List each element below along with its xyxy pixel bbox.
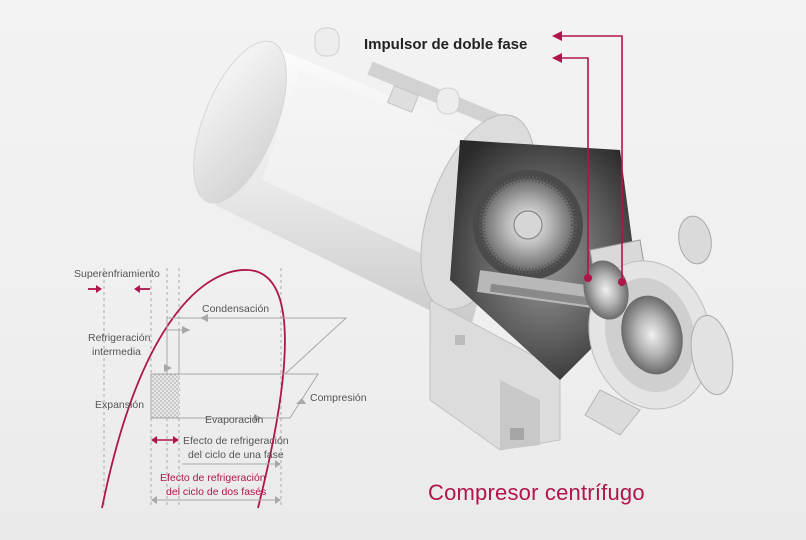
- subcool-arrow-right: [96, 285, 102, 293]
- arrow-left: [200, 314, 208, 322]
- impeller-volute: [583, 215, 734, 436]
- label-single-effect-1: Efecto de refrigeración: [183, 435, 289, 447]
- label-subcooling: Superenfriamiento: [74, 268, 160, 280]
- arrowhead-upper: [552, 31, 562, 41]
- callout-line-upper: [560, 35, 623, 280]
- support-base: [429, 299, 561, 451]
- effect-arrow-red-right: [173, 436, 179, 444]
- condensation-line: [167, 317, 348, 375]
- arrow-right: [254, 414, 262, 422]
- saturation-dome: [101, 269, 286, 509]
- callout-arrows: [552, 31, 626, 286]
- label-double-effect-1: Efecto de refrigeración: [160, 472, 266, 484]
- arrowhead-lower: [552, 53, 562, 63]
- subcool-arrow-left: [134, 285, 140, 293]
- label-condensation: Condensación: [202, 303, 269, 315]
- page-title: Compresor centrífugo: [428, 480, 645, 505]
- callout-line-lower: [560, 57, 589, 276]
- label-single-effect-2: del ciclo de una fase: [188, 449, 284, 461]
- impeller-first-stage: [583, 260, 629, 320]
- outlet-flange: [690, 314, 734, 396]
- label-intercooling-2: intermedia: [92, 346, 141, 358]
- arrow-left: [182, 326, 190, 334]
- label-compression: Compresión: [310, 392, 367, 404]
- ph-diagram: Superenfriamiento Condensación Refrigera…: [74, 268, 367, 509]
- impeller-callout-label: Impulsor de doble fase: [364, 36, 528, 53]
- label-evaporation: Evaporación: [205, 414, 264, 426]
- effect-arrow-gray-right: [275, 496, 281, 504]
- callout-dot-lower: [584, 274, 592, 282]
- expansion-hatch: [151, 374, 179, 418]
- effect-arrow-gray-right: [275, 460, 281, 468]
- compression-line: [151, 373, 319, 419]
- label-intercooling-1: Refrigeración: [88, 332, 151, 344]
- label-expansion: Expansión: [95, 399, 144, 411]
- label-double-effect-2: del ciclo de dos fasés: [166, 486, 266, 498]
- arrow-up: [296, 398, 306, 404]
- arrow-left: [164, 364, 172, 372]
- impeller-second-stage: [621, 295, 683, 375]
- inlet-pipe: [678, 215, 712, 265]
- callout-dot-upper: [618, 278, 626, 286]
- effect-arrow-red-left: [151, 436, 157, 444]
- effect-arrow-gray-left: [151, 496, 157, 504]
